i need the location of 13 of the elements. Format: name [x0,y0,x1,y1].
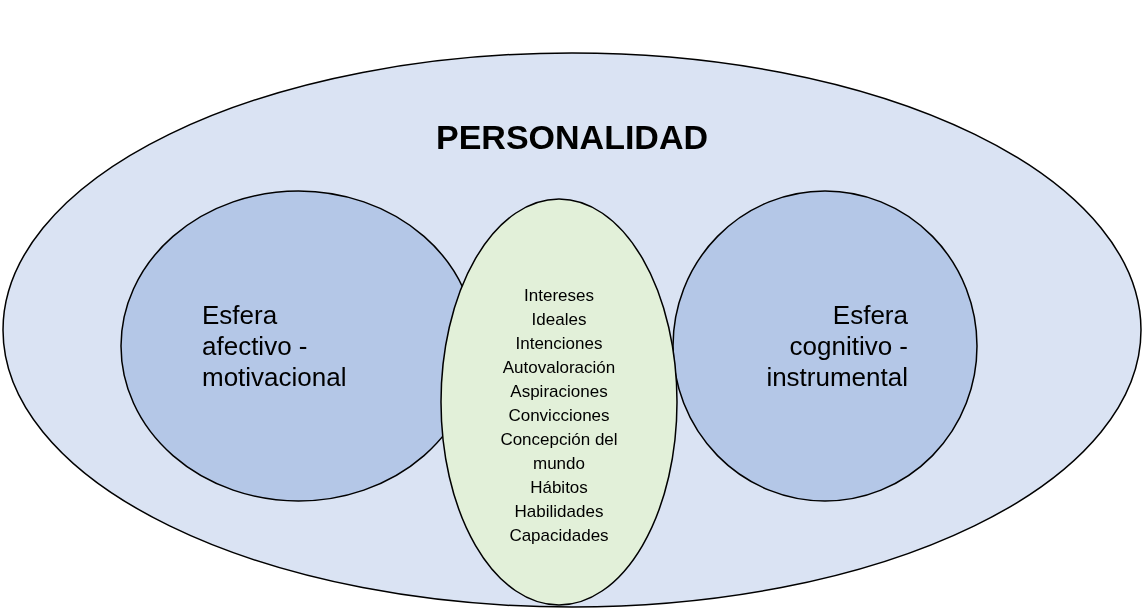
list-item: Intereses [523,285,595,307]
list-item: Concepción del mundo [499,429,619,475]
list-item: Aspiraciones [509,381,609,403]
list-item: Hábitos [529,477,589,499]
sphere-label: Esfera cognitivo - instrumental [765,300,908,393]
list-item: Ideales [530,309,588,331]
list-item: Autovaloración [501,357,617,379]
list-item: Capacidades [508,525,610,547]
list-item: Habilidades [513,501,605,523]
sphere-label: Esfera afectivo - motivacional [202,300,348,393]
list-item: Intenciones [514,333,604,355]
ellipse-label: PERSONALIDAD [435,118,709,157]
list-item: Convicciones [507,405,611,427]
